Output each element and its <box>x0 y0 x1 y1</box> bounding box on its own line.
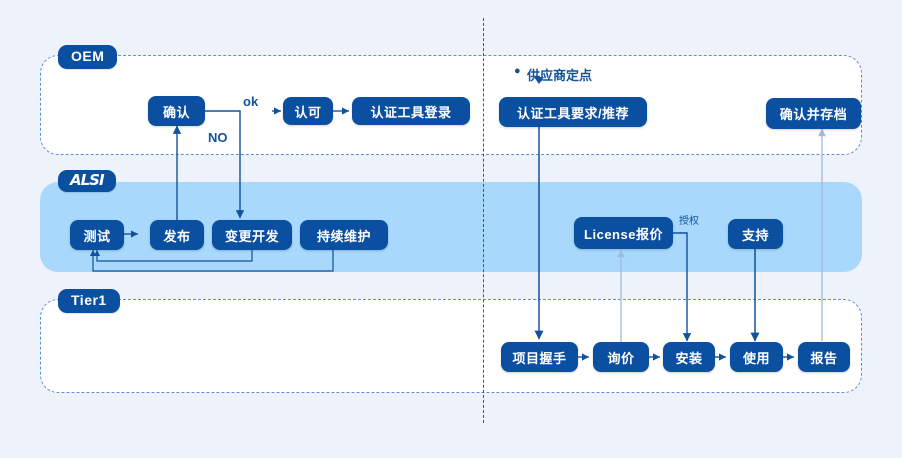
node-test[interactable]: 测试 <box>70 220 124 250</box>
node-confirm-archive[interactable]: 确认并存档 <box>766 98 861 129</box>
node-tool-login[interactable]: 认证工具登录 <box>352 97 470 125</box>
supplier-point-bullet: ● <box>514 65 521 77</box>
lane-panel-tier1 <box>40 299 862 393</box>
edge-label-authorize: 授权 <box>679 216 699 227</box>
node-use[interactable]: 使用 <box>730 342 783 372</box>
node-report[interactable]: 报告 <box>798 342 850 372</box>
node-inquiry[interactable]: 询价 <box>593 342 649 372</box>
edge-label-ok: ok <box>243 94 259 109</box>
node-confirm[interactable]: 确认 <box>148 96 205 126</box>
node-release[interactable]: 发布 <box>150 220 204 250</box>
node-support[interactable]: 支持 <box>728 219 783 249</box>
lane-label-alsi: ALSI <box>58 170 116 192</box>
node-approve[interactable]: 认可 <box>283 97 333 125</box>
node-tool-requirement[interactable]: 认证工具要求/推荐 <box>499 97 647 127</box>
node-install[interactable]: 安装 <box>663 342 715 372</box>
node-change-development[interactable]: 变更开发 <box>212 220 292 250</box>
lane-label-tier1: Tier1 <box>58 289 120 313</box>
node-license-quote[interactable]: License报价 <box>574 217 673 249</box>
node-continuous-maintenance[interactable]: 持续维护 <box>300 220 388 250</box>
node-project-handshake[interactable]: 项目握手 <box>501 342 578 372</box>
vertical-divider <box>483 18 484 423</box>
supplier-point-label: 供应商定点 <box>527 68 593 83</box>
lane-label-oem: OEM <box>58 45 118 69</box>
edge-label-no: NO <box>208 130 228 145</box>
